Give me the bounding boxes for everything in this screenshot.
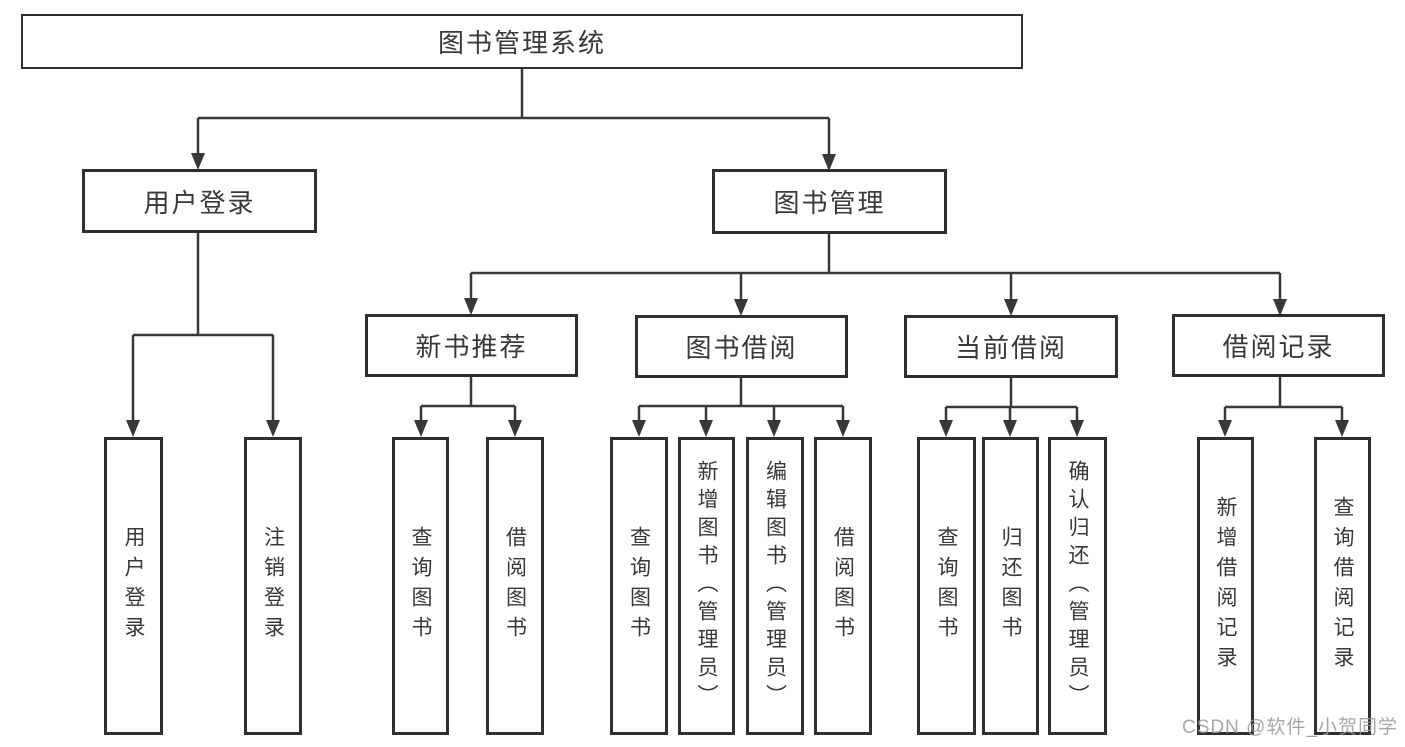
leaf-confirm-return-admin: 确认归还（管理员） [1048,437,1107,735]
node-book-management: 图书管理 [712,169,947,234]
node-root-library-management-system: 图书管理系统 [21,14,1023,69]
leaf-add-borrowing-record: 新增借阅记录 [1197,437,1254,735]
arrowheads [126,153,1349,437]
leaf-edit-books-admin: 编辑图书（管理员） [746,437,804,735]
node-book-borrowing: 图书借阅 [635,315,848,378]
leaf-query-books-current: 查询图书 [917,437,976,735]
node-borrowing-records: 借阅记录 [1172,314,1385,377]
node-label: 借阅记录 [1222,332,1335,362]
node-label: 图书管理系统 [437,28,606,58]
node-label: 新增图书（管理员） [695,460,718,712]
leaf-return-books: 归还图书 [982,437,1039,735]
node-label: 确认归还（管理员） [1066,460,1089,712]
node-label: 查询借阅记录 [1331,496,1354,676]
node-current-borrowing: 当前借阅 [904,315,1118,378]
node-label: 用户登录 [143,187,256,218]
node-label: 查询图书 [627,526,651,646]
leaf-borrow-books-borrowing: 借阅图书 [814,437,872,735]
node-label: 借阅图书 [503,526,527,646]
node-label: 图书借阅 [685,333,798,363]
node-new-book-recommendation: 新书推荐 [365,314,578,377]
node-label: 图书管理 [773,188,886,218]
node-label: 编辑图书（管理员） [763,460,787,712]
leaf-query-books-borrowing: 查询图书 [610,437,668,735]
node-label: 归还图书 [999,526,1022,646]
node-label: 借阅图书 [831,526,855,646]
node-user-login: 用户登录 [82,169,317,233]
node-label: 当前借阅 [954,333,1067,363]
node-label: 新书推荐 [415,332,528,362]
leaf-add-books-admin: 新增图书（管理员） [678,437,735,735]
leaf-logout: 注销登录 [244,437,302,735]
node-label: 用户登录 [122,526,145,646]
node-label: 查询图书 [409,526,432,646]
leaf-borrow-books-recommend: 借阅图书 [486,437,544,735]
leaf-user-login: 用户登录 [104,437,163,735]
node-label: 新增借阅记录 [1214,496,1237,676]
node-label: 注销登录 [261,526,285,646]
leaf-query-borrowing-record: 查询借阅记录 [1314,437,1371,735]
node-label: 查询图书 [935,526,958,646]
csdn-watermark: CSDN @软件_小贺同学 [1182,717,1398,738]
leaf-query-books-recommend: 查询图书 [392,437,449,735]
